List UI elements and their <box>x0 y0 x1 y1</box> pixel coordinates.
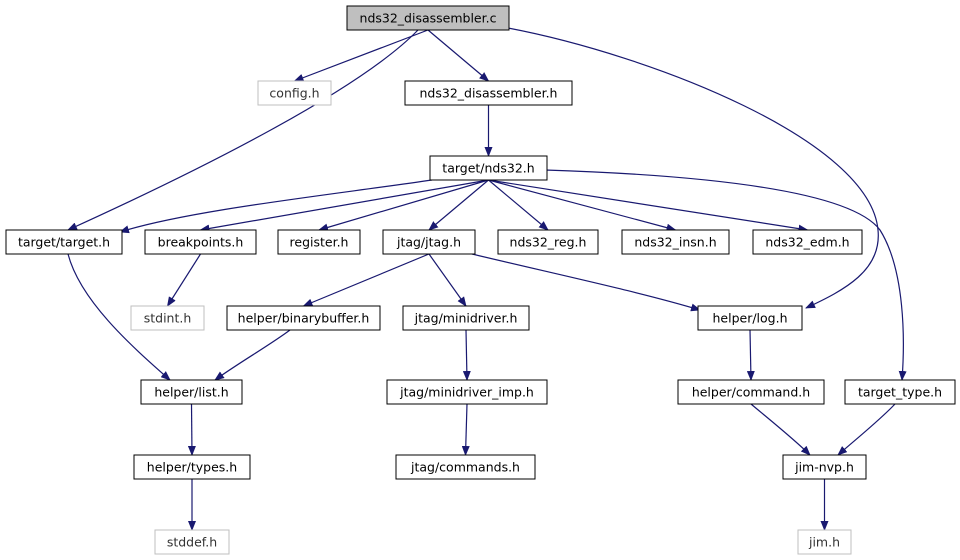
node-helper-binarybuffer-h[interactable]: helper/binarybuffer.h <box>226 305 381 331</box>
edge-helper-binarybuffer-h-to-helper-list-h <box>214 329 291 381</box>
node-box <box>697 305 803 331</box>
edge-nds32-disassembler-c-to-helper-log-h <box>507 27 879 309</box>
node-label: jtag/minidriver.h <box>414 311 518 326</box>
node-label: jtag/jtag.h <box>396 235 461 250</box>
node-box <box>497 229 599 255</box>
node-jtag-commands-h[interactable]: jtag/commands.h <box>395 454 536 480</box>
node-box <box>752 229 863 255</box>
node-box <box>677 379 825 405</box>
node-register-h[interactable]: register.h <box>277 229 361 255</box>
node-nds32-edm-h[interactable]: nds32_edm.h <box>752 229 863 255</box>
node-box <box>429 155 548 181</box>
edge-jtag-jtag-h-to-jtag-minidriver-h <box>428 253 467 307</box>
node-label: config.h <box>269 86 319 101</box>
node-jim-h: jim.h <box>797 529 852 555</box>
node-box <box>154 529 230 555</box>
edge-helper-command-h-to-jim-nvp-h <box>750 403 811 456</box>
node-label: nds32_disassembler.c <box>360 11 497 26</box>
node-box <box>277 229 361 255</box>
node-helper-types-h[interactable]: helper/types.h <box>133 454 251 480</box>
node-label: breakpoints.h <box>158 235 244 250</box>
node-box <box>382 229 476 255</box>
node-box <box>844 379 956 405</box>
node-label: stdint.h <box>144 311 192 326</box>
node-label: helper/command.h <box>692 385 810 400</box>
edges-layer <box>67 27 907 531</box>
node-box <box>782 454 867 480</box>
node-jtag-minidriver-h[interactable]: jtag/minidriver.h <box>402 305 530 331</box>
edge-nds32-disassembler-c-to-config-h <box>293 29 429 82</box>
node-label: jtag/minidriver_imp.h <box>399 385 534 400</box>
node-nds32-disassembler-c[interactable]: nds32_disassembler.c <box>346 5 510 31</box>
edge-breakpoints-h-to-stdint-h <box>166 253 202 307</box>
node-box <box>140 379 243 405</box>
edge-nds32-disassembler-c-to-target-target-h <box>67 29 419 231</box>
node-label: target_type.h <box>858 385 942 400</box>
edge-target-nds32-h-to-target-type-h <box>544 169 907 381</box>
node-box <box>395 454 536 480</box>
edge-jtag-minidriver-h-to-jtag-minidriver-imp-h <box>462 329 471 381</box>
edge-jtag-jtag-h-to-helper-log-h <box>471 253 701 312</box>
node-label: target/nds32.h <box>442 161 534 176</box>
node-label: nds32_edm.h <box>765 235 849 250</box>
node-label: helper/log.h <box>712 311 787 326</box>
node-label: helper/list.h <box>154 385 228 400</box>
node-label: helper/types.h <box>147 460 237 475</box>
node-jim-nvp-h[interactable]: jim-nvp.h <box>782 454 867 480</box>
node-nds32-insn-h[interactable]: nds32_insn.h <box>621 229 730 255</box>
node-breakpoints-h[interactable]: breakpoints.h <box>144 229 257 255</box>
node-label: jim-nvp.h <box>794 460 854 475</box>
edge-target-type-h-to-jim-nvp-h <box>837 403 896 456</box>
node-jtag-minidriver-imp-h[interactable]: jtag/minidriver_imp.h <box>386 379 548 405</box>
edge-target-nds32-h-to-jtag-jtag-h <box>428 179 489 231</box>
node-nds32-reg-h[interactable]: nds32_reg.h <box>497 229 599 255</box>
node-label: register.h <box>290 235 349 250</box>
node-box <box>402 305 530 331</box>
node-target-type-h[interactable]: target_type.h <box>844 379 956 405</box>
node-helper-list-h[interactable]: helper/list.h <box>140 379 243 405</box>
node-target-target-h[interactable]: target/target.h <box>5 229 123 255</box>
node-nds32-disassembler-h[interactable]: nds32_disassembler.h <box>404 80 573 106</box>
edge-jtag-jtag-h-to-helper-binarybuffer-h <box>302 253 430 307</box>
node-helper-log-h[interactable]: helper/log.h <box>697 305 803 331</box>
node-config-h: config.h <box>257 80 332 106</box>
edge-target-nds32-h-to-nds32-edm-h <box>488 179 809 233</box>
node-box <box>404 80 573 106</box>
node-stddef-h: stddef.h <box>154 529 230 555</box>
edge-helper-log-h-to-helper-command-h <box>746 329 755 381</box>
edge-target-nds32-h-to-nds32-insn-h <box>488 179 677 232</box>
node-box <box>386 379 548 405</box>
node-box <box>130 305 205 331</box>
node-target-nds32-h[interactable]: target/nds32.h <box>429 155 548 181</box>
node-label: nds32_disassembler.h <box>420 86 558 101</box>
edge-target-nds32-h-to-register-h <box>318 179 489 232</box>
node-label: stddef.h <box>167 535 217 550</box>
nodes-layer: nds32_disassembler.c config.h nds32_disass… <box>5 5 956 555</box>
edge-nds32-disassembler-c-to-nds32-disassembler-h <box>427 29 490 82</box>
node-helper-command-h[interactable]: helper/command.h <box>677 379 825 405</box>
edge-jtag-minidriver-imp-h-to-jtag-commands-h <box>461 403 470 456</box>
node-box <box>797 529 852 555</box>
node-label: nds32_insn.h <box>634 235 716 250</box>
edge-target-nds32-h-to-target-target-h <box>119 179 433 234</box>
node-label: nds32_reg.h <box>510 235 587 250</box>
edge-helper-list-h-to-helper-types-h <box>187 403 196 456</box>
node-box <box>621 229 730 255</box>
edge-target-nds32-h-to-breakpoints-h <box>199 179 489 233</box>
node-box <box>133 454 251 480</box>
node-box <box>226 305 381 331</box>
node-label: jtag/commands.h <box>410 460 520 475</box>
node-label: target/target.h <box>18 235 110 250</box>
node-jtag-jtag-h[interactable]: jtag/jtag.h <box>382 229 476 255</box>
node-label: helper/binarybuffer.h <box>238 311 370 326</box>
node-stdint-h: stdint.h <box>130 305 205 331</box>
node-box <box>346 5 510 31</box>
node-box <box>144 229 257 255</box>
edge-target-nds32-h-to-nds32-reg-h <box>488 179 549 231</box>
node-label: jim.h <box>808 535 840 550</box>
node-box <box>257 80 332 106</box>
edge-target-target-h-to-helper-list-h <box>67 253 171 381</box>
node-box <box>5 229 123 255</box>
